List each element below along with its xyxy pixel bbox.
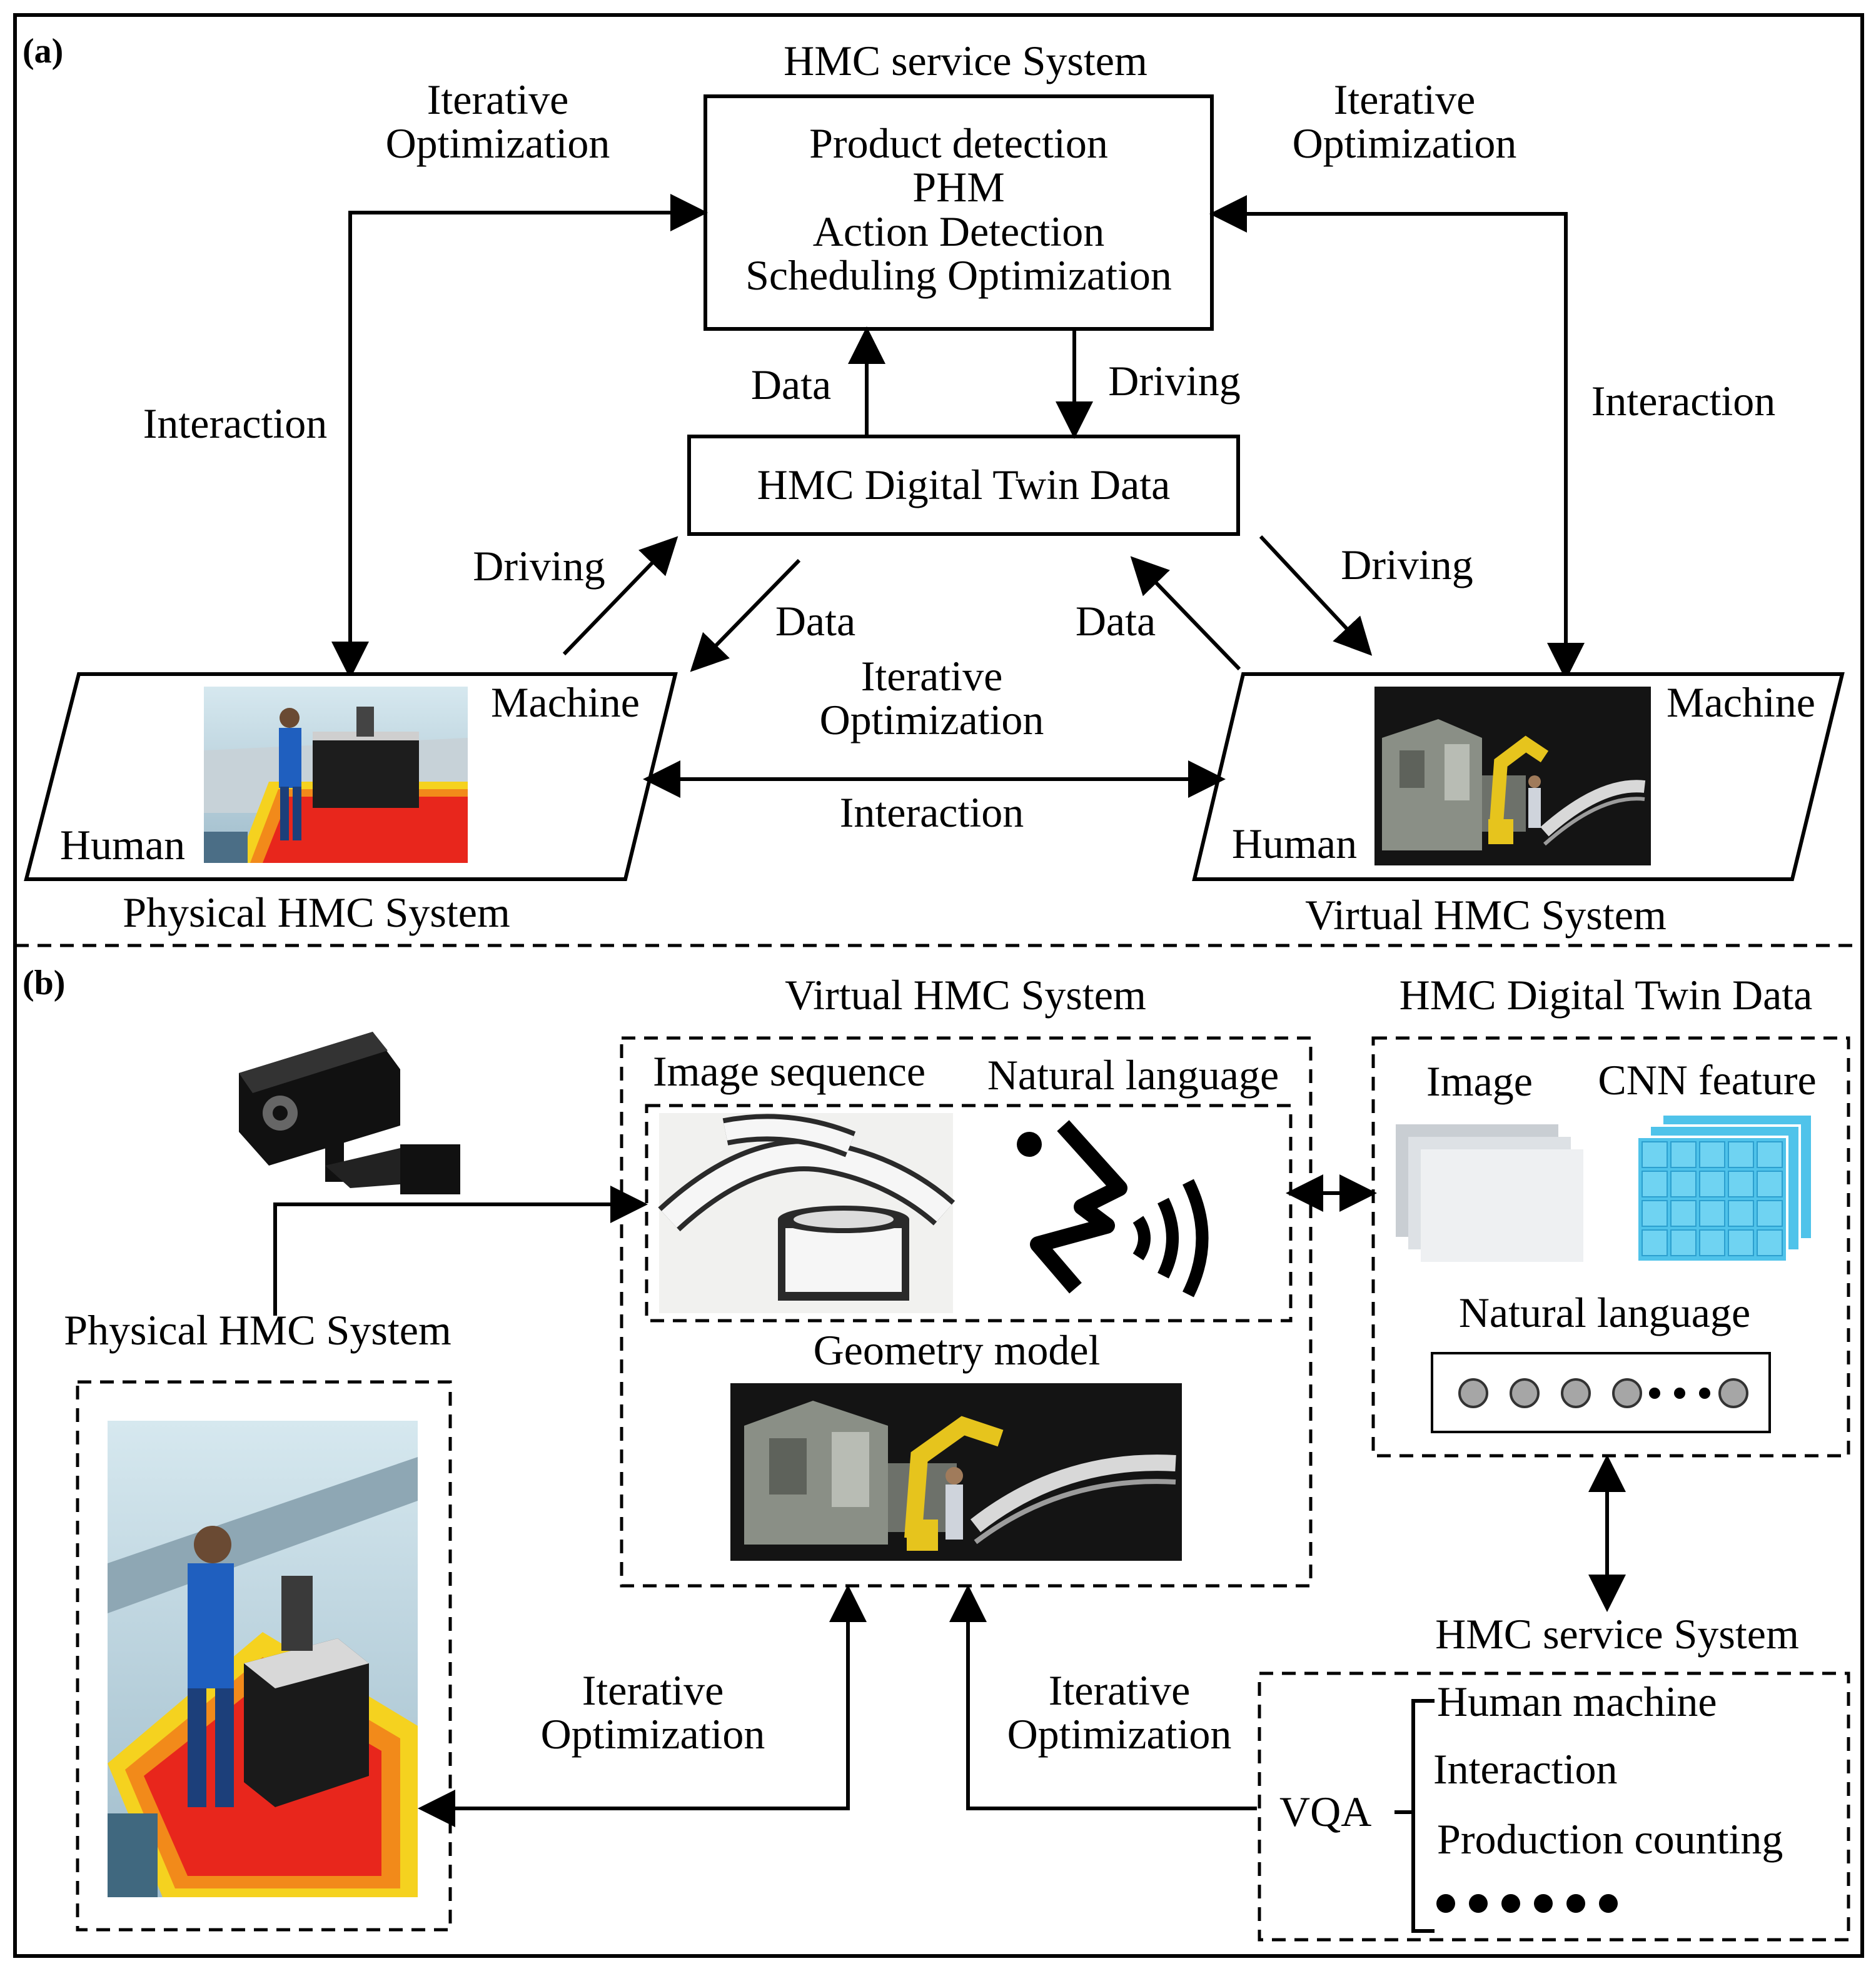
b-vqa-item-interaction: Interaction bbox=[1433, 1745, 1618, 1793]
virtual-driving-label: Driving bbox=[1341, 541, 1473, 588]
iter-opt-line-1: Iterative bbox=[427, 76, 569, 123]
physical-system-title: Physical HMC System bbox=[123, 889, 510, 936]
right-loop-arrow bbox=[1209, 195, 1585, 680]
service-to-virtual-arrow bbox=[949, 1585, 1257, 1810]
left-loop-arrow bbox=[331, 194, 708, 679]
ellipsis-dots-icon bbox=[1436, 1894, 1618, 1913]
b-vqa-item-production: Production counting bbox=[1437, 1815, 1783, 1863]
virtual-system-title: Virtual HMC System bbox=[1305, 891, 1667, 939]
physical-data-arrow bbox=[690, 558, 801, 672]
b-embedding-box bbox=[1431, 1352, 1771, 1433]
film-reel-icon bbox=[658, 1113, 956, 1313]
vqa-brace bbox=[1411, 1699, 1435, 1933]
speaking-head-icon bbox=[976, 1113, 1284, 1313]
physical-human-label: Human bbox=[60, 821, 185, 869]
b-image-sequence-label: Image sequence bbox=[653, 1047, 925, 1095]
panel-a-label: (a) bbox=[23, 32, 63, 71]
service-item-product-detection: Product detection bbox=[809, 119, 1108, 167]
virtual-data-label: Data bbox=[1076, 597, 1156, 645]
b-natural-language-label: Natural language bbox=[987, 1051, 1279, 1099]
service-item-scheduling: Scheduling Optimization bbox=[745, 251, 1172, 299]
iter-opt-line-1: Iterative bbox=[1049, 1666, 1191, 1714]
b-twin-image-label: Image bbox=[1426, 1057, 1533, 1105]
service-item-action-detection: Action Detection bbox=[813, 208, 1104, 255]
b-physical-title: Physical HMC System bbox=[64, 1306, 451, 1354]
virtual-scene-image bbox=[1374, 687, 1651, 865]
service-item-phm: PHM bbox=[912, 163, 1004, 211]
b-virtual-title: Virtual HMC System bbox=[785, 971, 1146, 1019]
iter-opt-line-2: Optimization bbox=[1007, 1710, 1232, 1758]
physical-scene-image bbox=[204, 687, 468, 863]
twin-data-box bbox=[687, 435, 1240, 536]
b-vqa-item-human-machine: Human machine bbox=[1437, 1678, 1717, 1725]
middle-interaction-label: Interaction bbox=[840, 789, 1024, 836]
iter-opt-line-1: Iterative bbox=[861, 652, 1003, 700]
virtual-driving-arrow bbox=[1259, 535, 1373, 656]
data-label-up: Data bbox=[751, 361, 831, 408]
camera-icon bbox=[239, 1032, 460, 1194]
driving-label-down: Driving bbox=[1108, 357, 1241, 405]
physical-driving-label: Driving bbox=[473, 542, 605, 590]
outer-frame bbox=[13, 13, 1864, 1958]
physical-machine-label: Machine bbox=[491, 678, 640, 726]
virtual-data-arrow bbox=[1130, 556, 1241, 671]
b-geometry-model-label: Geometry model bbox=[814, 1326, 1101, 1374]
b-service-box bbox=[1258, 1671, 1850, 1942]
b-twin-title: HMC Digital Twin Data bbox=[1399, 971, 1813, 1019]
iter-opt-line-2: Optimization bbox=[386, 119, 610, 167]
embedding-dots-icon bbox=[1458, 1378, 1748, 1408]
service-system-title: HMC service System bbox=[784, 37, 1147, 84]
iter-opt-line-2: Optimization bbox=[1293, 119, 1517, 167]
right-interaction-label: Interaction bbox=[1591, 377, 1776, 425]
b-media-box bbox=[645, 1104, 1293, 1323]
panel-b-label: (b) bbox=[23, 964, 65, 1002]
b-geometry-model-image bbox=[730, 1383, 1182, 1561]
iter-opt-line-1: Iterative bbox=[582, 1666, 724, 1714]
iter-opt-line-2: Optimization bbox=[820, 696, 1044, 744]
image-stack-icon bbox=[1396, 1124, 1583, 1262]
b-twin-cnn-label: CNN feature bbox=[1598, 1056, 1816, 1104]
physical-data-label: Data bbox=[775, 597, 855, 645]
b-service-title: HMC service System bbox=[1435, 1610, 1799, 1658]
b-physical-box bbox=[76, 1380, 452, 1932]
iter-opt-line-1: Iterative bbox=[1334, 76, 1476, 123]
twin-data-title: HMC Digital Twin Data bbox=[757, 461, 1171, 508]
virtual-machine-label: Machine bbox=[1667, 678, 1815, 726]
iter-opt-line-2: Optimization bbox=[541, 1710, 765, 1758]
physical-driving-arrow bbox=[562, 536, 678, 656]
neural-grid-icon bbox=[1636, 1113, 1813, 1263]
b-vqa-label: VQA bbox=[1279, 1788, 1371, 1835]
camera-to-virtual-arrow bbox=[273, 1186, 648, 1316]
virtual-to-physical-arrow bbox=[418, 1585, 867, 1827]
virtual-human-label: Human bbox=[1232, 820, 1357, 867]
left-interaction-label: Interaction bbox=[143, 400, 328, 447]
b-twin-nl-label: Natural language bbox=[1459, 1289, 1750, 1336]
b-physical-scene-image bbox=[108, 1421, 418, 1897]
